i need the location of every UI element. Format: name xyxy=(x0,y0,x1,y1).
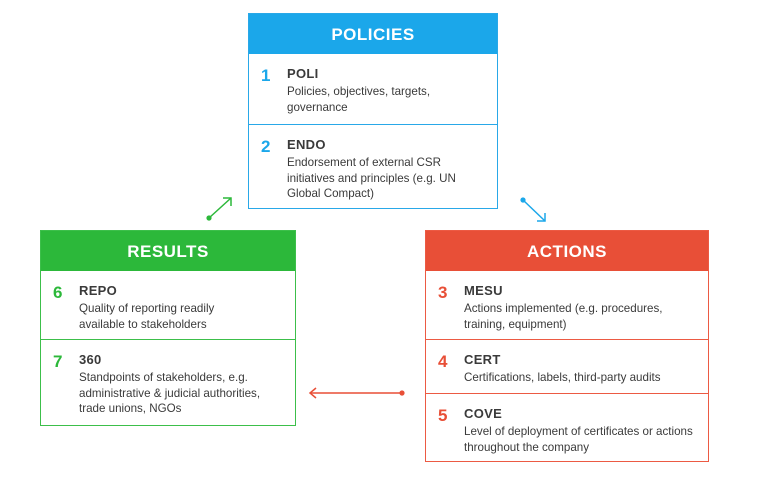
divider xyxy=(426,393,708,394)
actions-item-cert: 4 CERT Certifications, labels, third-par… xyxy=(426,340,708,393)
item-number: 2 xyxy=(261,137,271,156)
results-header: RESULTS xyxy=(41,231,295,271)
item-number: 7 xyxy=(53,352,63,371)
item-number: 5 xyxy=(438,406,448,425)
item-code: POLI xyxy=(287,66,319,81)
item-description: Certifications, labels, third-party audi… xyxy=(464,371,661,384)
actions-box: ACTIONS 3 MESU Actions implemented (e.g.… xyxy=(425,230,709,462)
arrow-actions-to-results xyxy=(308,387,405,399)
item-code: MESU xyxy=(464,283,503,298)
actions-item-mesu: 3 MESU Actions implemented (e.g. procedu… xyxy=(426,271,708,339)
item-code: 360 xyxy=(79,352,102,367)
item-description: Actions implemented (e.g. procedures, tr… xyxy=(464,302,663,331)
item-description: Level of deployment of certificates or a… xyxy=(464,425,693,454)
item-description: Quality of reporting readily available t… xyxy=(79,302,215,331)
item-number: 3 xyxy=(438,283,448,302)
policies-item-poli: 1 POLI Policies, objectives, targets, go… xyxy=(249,54,497,124)
item-code: CERT xyxy=(464,352,501,367)
divider xyxy=(426,339,708,340)
item-description: Standpoints of stakeholders, e.g. admini… xyxy=(79,371,261,415)
item-description: Endorsement of external CSR initiatives … xyxy=(287,156,456,200)
results-box: RESULTS 6 REPO Quality of reporting read… xyxy=(40,230,296,426)
item-description: Policies, objectives, targets, governanc… xyxy=(287,85,431,114)
actions-header: ACTIONS xyxy=(426,231,708,271)
item-code: REPO xyxy=(79,283,118,298)
results-item-repo: 6 REPO Quality of reporting readily avai… xyxy=(41,271,295,339)
policies-item-endo: 2 ENDO Endorsement of external CSR initi… xyxy=(249,125,497,207)
divider xyxy=(41,339,295,340)
item-number: 6 xyxy=(53,283,63,302)
arrow-policies-to-actions xyxy=(520,197,546,222)
policies-header: POLICIES xyxy=(249,14,497,54)
item-code: ENDO xyxy=(287,137,326,152)
actions-item-cove: 5 COVE Level of deployment of certificat… xyxy=(426,394,708,462)
results-item-360: 7 360 Standpoints of stakeholders, e.g. … xyxy=(41,340,295,424)
policies-box: POLICIES 1 POLI Policies, objectives, ta… xyxy=(248,13,498,209)
item-number: 4 xyxy=(438,352,448,371)
divider xyxy=(249,124,497,125)
arrow-results-to-policies xyxy=(206,197,232,221)
item-code: COVE xyxy=(464,406,503,421)
item-number: 1 xyxy=(261,66,271,85)
